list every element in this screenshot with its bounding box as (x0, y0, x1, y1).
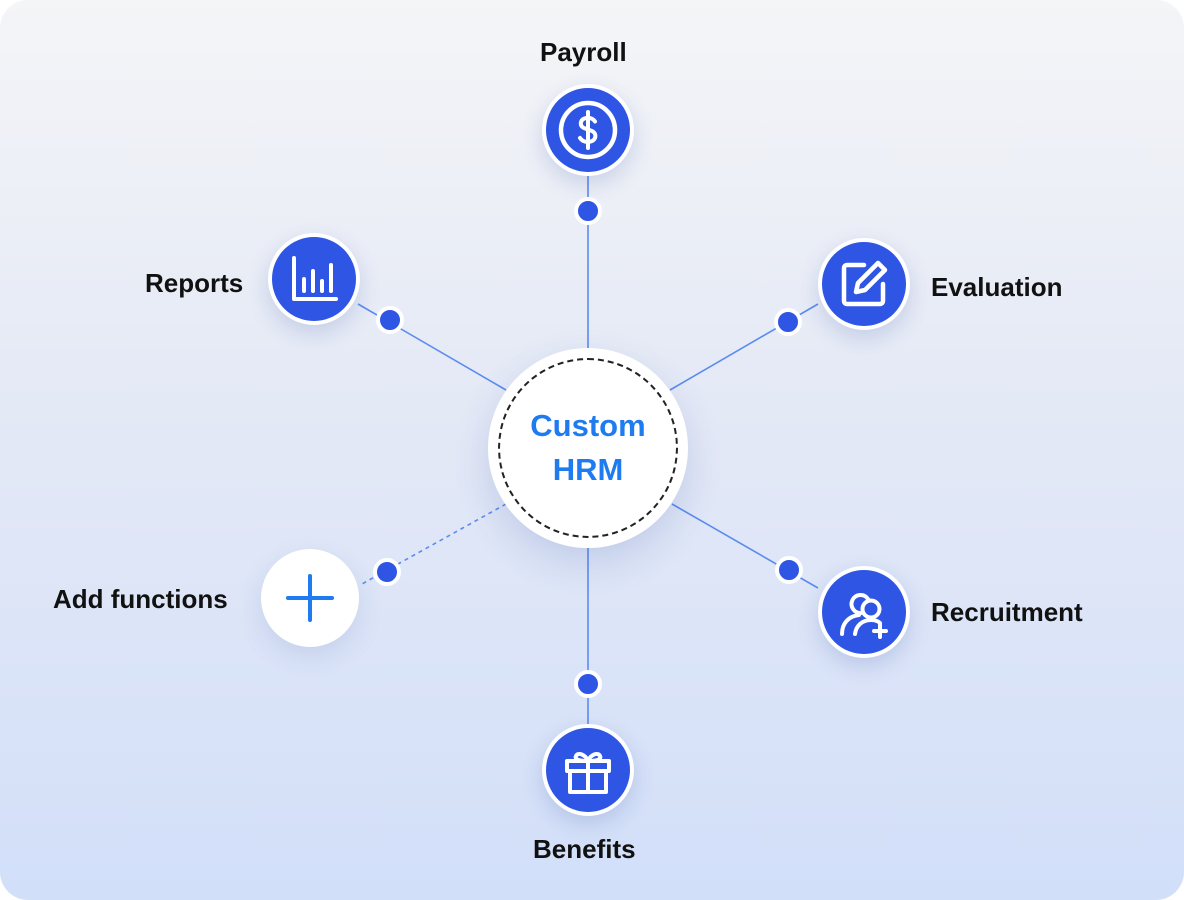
payroll-label: Payroll (540, 37, 627, 67)
recruitment-node[interactable] (818, 566, 910, 658)
connector-dot-payroll (574, 197, 602, 225)
add-functions-button[interactable] (261, 549, 359, 647)
bar-chart-icon (292, 256, 338, 301)
add-functions-label: Add functions (53, 584, 228, 614)
hub-dashed-ring (498, 358, 678, 538)
evaluation-node[interactable] (818, 238, 910, 330)
hub-node: Custom HRM (488, 348, 688, 548)
user-add-icon (840, 593, 888, 639)
gift-icon (565, 751, 611, 794)
reports-label: Reports (145, 268, 244, 298)
connector-dot-reports (376, 306, 404, 334)
hub-label: Custom HRM (488, 348, 688, 548)
recruitment-label: Recruitment (931, 597, 1083, 627)
connector-dot-evaluation (774, 308, 802, 336)
benefits-node[interactable] (542, 724, 634, 816)
reports-node[interactable] (268, 233, 360, 325)
payroll-node[interactable] (542, 84, 634, 176)
evaluation-label: Evaluation (931, 272, 1063, 302)
plus-icon (286, 574, 334, 622)
dollar-circle-icon (558, 100, 618, 160)
hub-label-line1: Custom (530, 408, 646, 443)
benefits-label: Benefits (533, 834, 636, 864)
hub-label-line2: HRM (552, 452, 624, 487)
connector-dot-recruitment (775, 556, 803, 584)
edit-square-icon (841, 260, 888, 307)
connector-dot-add-functions (373, 558, 401, 586)
connector-dot-benefits (574, 670, 602, 698)
